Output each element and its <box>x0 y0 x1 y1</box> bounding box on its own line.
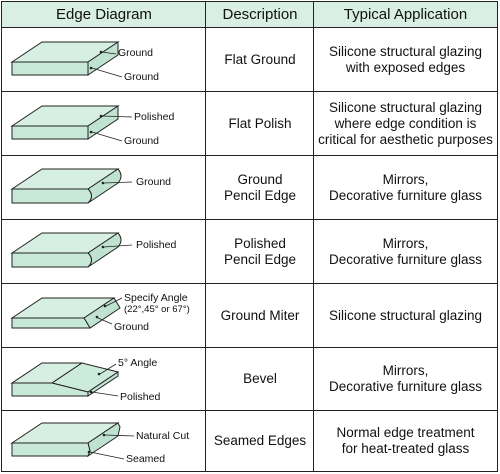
header-typical-application: Typical Application <box>343 6 468 23</box>
application-cell: Mirrors,Decorative furniture glass <box>314 220 497 283</box>
application-text: Silicone structural glazing <box>328 307 483 323</box>
application-text: Decorative furniture glass <box>328 251 483 267</box>
column-divider <box>205 2 206 471</box>
application-text: where edge condition is <box>334 115 477 131</box>
application-text: with exposed edges <box>345 59 466 75</box>
description-text: Pencil Edge <box>223 187 297 203</box>
application-text: Mirrors, <box>382 235 429 251</box>
description-text: Polished <box>234 235 286 251</box>
ground-miter-edge-diagram <box>10 297 123 329</box>
description-text: Flat Ground <box>224 51 296 67</box>
header-edge-diagram: Edge Diagram <box>56 6 152 23</box>
application-text: Mirrors, <box>382 363 429 378</box>
diagram-label: Polished <box>136 239 177 251</box>
application-cell: Silicone structural glazing <box>314 284 497 347</box>
application-text: Decorative furniture glass <box>328 187 483 203</box>
description-cell: Flat Polish <box>206 92 314 155</box>
flat-polish-edge-diagram <box>10 105 133 142</box>
description-text: Ground <box>237 171 283 187</box>
application-text: Silicone structural glazing <box>328 99 483 115</box>
application-text: Decorative furniture glass <box>328 379 483 394</box>
row-divider <box>2 155 497 156</box>
diagram-label: Seamed <box>126 453 166 465</box>
diagram-label: Ground <box>114 321 150 333</box>
table-row: Natural Cut Seamed Seamed Edges Normal e… <box>2 411 497 471</box>
header-description: Description <box>222 6 298 23</box>
flat-ground-edge-diagram <box>10 41 123 78</box>
application-text: for heat-treated glass <box>341 441 470 456</box>
application-cell: Mirrors,Decorative furniture glass <box>314 348 497 410</box>
description-text: Pencil Edge <box>223 251 297 267</box>
diagram-label: Ground <box>118 47 154 59</box>
diagram-label: Ground <box>136 176 172 188</box>
column-divider <box>313 2 314 471</box>
row-divider <box>2 219 497 220</box>
application-text: Silicone structural glazing <box>328 43 483 59</box>
row-divider <box>2 91 497 92</box>
description-text: Ground Miter <box>220 307 300 323</box>
diagram-label: Ground <box>124 71 160 83</box>
table-row: 5° Angle Polished Bevel Mirrors,Decorati… <box>2 348 497 410</box>
diagram-label: (22°,45° or 67°) <box>124 304 190 315</box>
polished-pencil-edge-diagram <box>10 232 133 268</box>
diagram-label: Polished <box>134 111 175 123</box>
table-header: Edge Diagram Description Typical Applica… <box>2 2 497 28</box>
seamed-edge-diagram <box>10 422 135 460</box>
row-divider <box>2 410 497 411</box>
diagram-label: Polished <box>120 391 161 403</box>
bevel-edge-diagram <box>10 362 120 397</box>
description-cell: Bevel <box>206 348 314 410</box>
application-text: Normal edge treatment <box>336 425 475 440</box>
description-text: Flat Polish <box>228 115 292 131</box>
diagram-label: Natural Cut <box>136 430 190 442</box>
table-row: Ground Ground Flat Ground Silicone struc… <box>2 28 497 91</box>
application-cell: Mirrors,Decorative furniture glass <box>314 156 497 219</box>
diagram-label: 5° Angle <box>118 357 158 369</box>
row-divider <box>2 347 497 348</box>
table-row: Polished Ground Flat Polish Silicone str… <box>2 92 497 155</box>
ground-pencil-edge-diagram <box>10 168 133 204</box>
row-divider <box>2 283 497 284</box>
description-cell: Seamed Edges <box>206 411 314 471</box>
table-row: Specify Angle (22°,45° or 67°) Ground Gr… <box>2 284 497 347</box>
application-text: critical for aesthetic purposes <box>318 131 493 147</box>
diagram-label: Ground <box>124 135 160 147</box>
description-cell: Flat Ground <box>206 28 314 91</box>
description-cell: Ground Miter <box>206 284 314 347</box>
application-text: Mirrors, <box>382 171 429 187</box>
description-text: Seamed Edges <box>213 433 307 448</box>
diagram-label: Specify Angle <box>124 292 188 304</box>
description-text: Bevel <box>243 371 277 386</box>
